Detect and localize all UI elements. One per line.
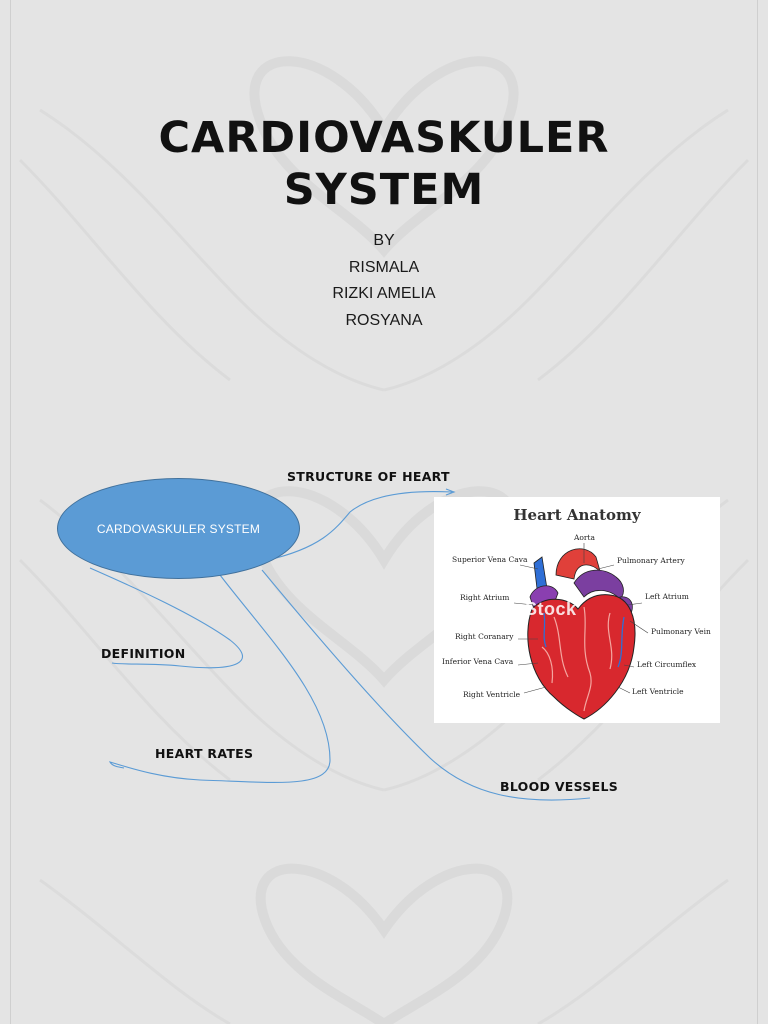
label-right-ventricle: Right Ventricle xyxy=(463,690,521,699)
label-left-circumflex: Left Circumflex xyxy=(637,660,697,669)
label-left-ventricle: Left Ventricle xyxy=(632,687,684,696)
arrow-structure xyxy=(445,488,456,496)
label-left-atrium: Left Atrium xyxy=(645,592,689,601)
connector-structure xyxy=(267,491,453,561)
branch-blood-vessels: BLOOD VESSELS xyxy=(500,779,619,794)
label-pulmonary-artery: Pulmonary Artery xyxy=(617,556,685,565)
author-by-label: BY xyxy=(373,232,395,249)
author-name: RISMALA xyxy=(348,258,420,276)
slide-title: CARDIOVASKULER SYSTEM xyxy=(0,112,768,216)
author-name: RIZKI AMELIA xyxy=(332,285,436,302)
connector-heart-rates xyxy=(108,574,331,784)
central-topic-ellipse: CARDOVASKULER SYSTEM xyxy=(57,478,300,579)
label-pulmonary-vein: Pulmonary Vein xyxy=(651,627,711,636)
label-inferior-vena-cava: Inferior Vena Cava xyxy=(442,657,514,666)
page-edge-left xyxy=(10,0,11,1024)
connector-blood-vessels xyxy=(261,569,591,801)
slide-title-line-1: CARDIOVASKULER xyxy=(158,113,610,163)
branch-definition: DEFINITION xyxy=(101,646,186,661)
heart-anatomy-title: Heart Anatomy xyxy=(513,506,641,524)
connector-definition xyxy=(89,567,243,669)
heart-anatomy-image: Heart Anatomy xyxy=(434,497,720,723)
label-right-atrium: Right Atrium xyxy=(460,593,510,602)
author-name: ROSYANA xyxy=(345,311,423,329)
stock-watermark: Can Stock xyxy=(484,599,577,619)
author-list: BY RISMALA RIZKI AMELIA ROSYANA xyxy=(0,228,768,334)
page-edge-right xyxy=(757,0,758,1024)
label-right-coronary: Right Coranary xyxy=(455,632,514,641)
heart-illustration xyxy=(513,543,649,720)
label-superior-vena-cava: Superior Vena Cava xyxy=(452,555,528,564)
label-aorta: Aorta xyxy=(574,533,596,542)
central-topic-label: CARDOVASKULER SYSTEM xyxy=(96,521,261,536)
slide-title-line-2: SYSTEM xyxy=(283,165,485,215)
branch-heart-rates: HEART RATES xyxy=(155,746,254,761)
branch-structure-of-heart: STRUCTURE OF HEART xyxy=(287,469,450,484)
